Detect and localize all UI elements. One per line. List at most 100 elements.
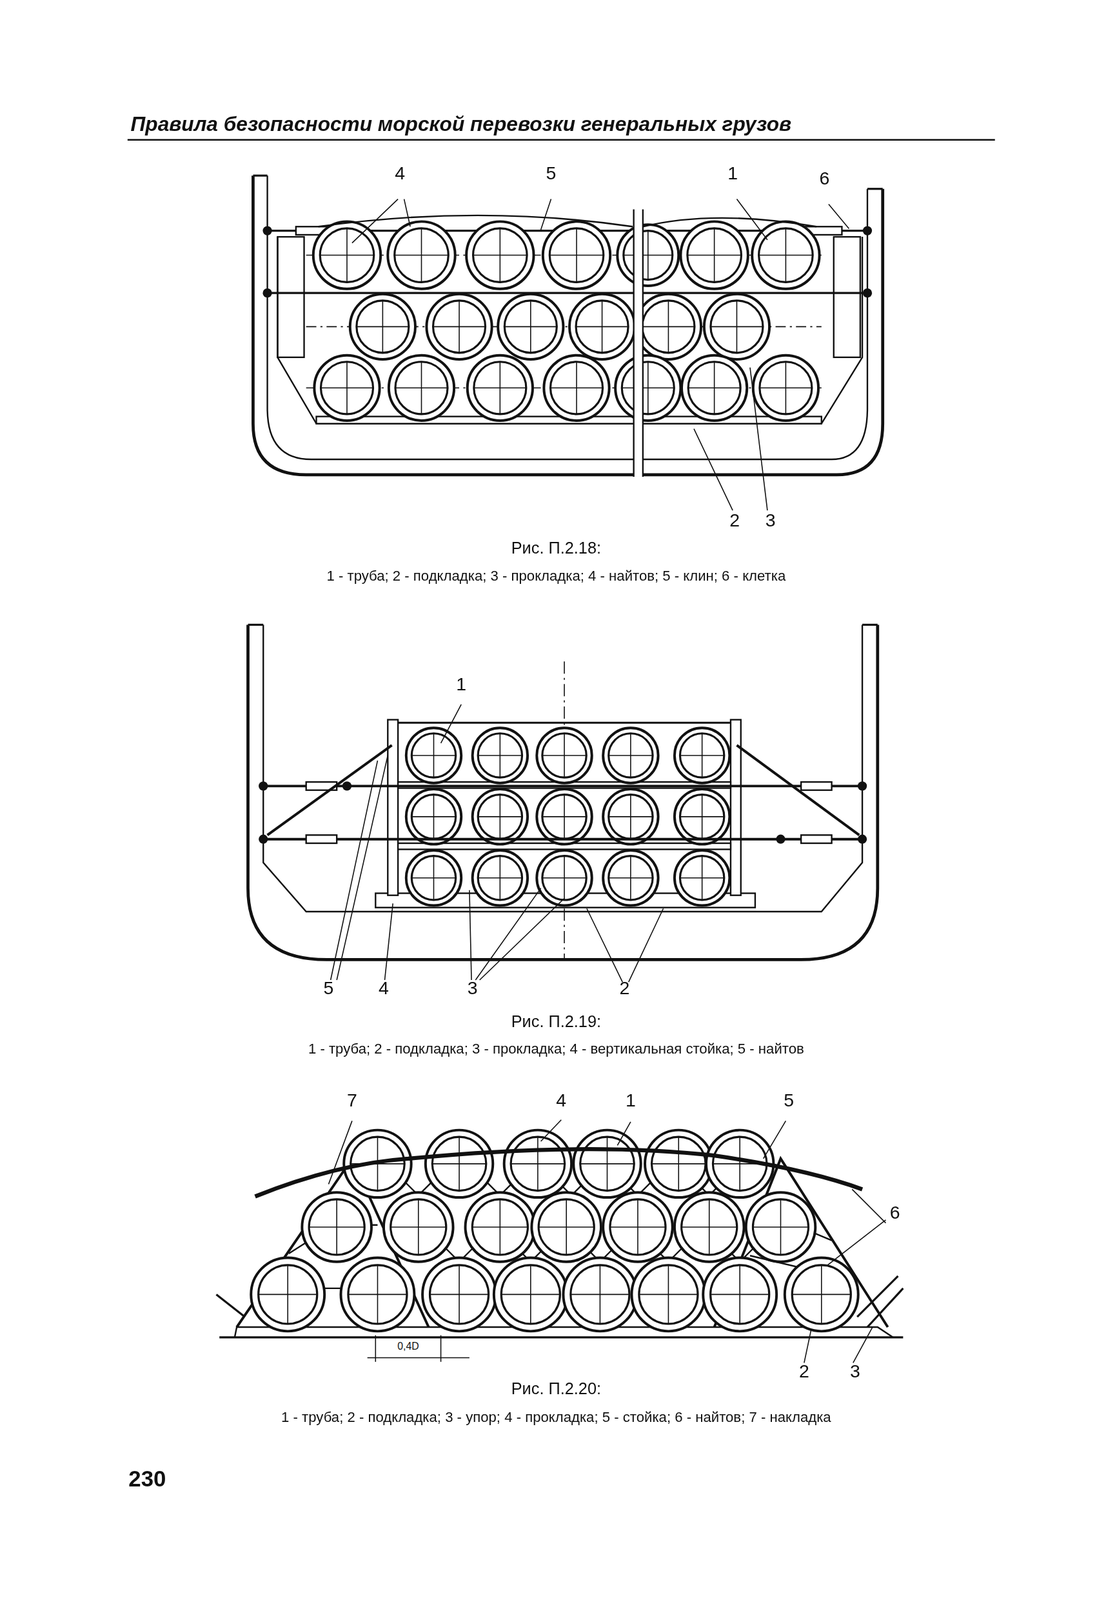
lashing-eye — [862, 288, 872, 298]
drawing-line — [318, 215, 633, 227]
drawing-line — [375, 1356, 441, 1359]
drawing-line — [617, 1121, 631, 1145]
callout-number: 1 — [727, 163, 738, 185]
callout-number: 5 — [783, 1089, 794, 1112]
pipe — [563, 1256, 637, 1331]
caption-text: Рис. П.2.20: — [511, 1379, 602, 1399]
pipe — [313, 221, 381, 289]
drawing-line — [252, 175, 883, 475]
pipe — [504, 1129, 572, 1197]
lashing-eye — [258, 780, 268, 791]
turnbuckle — [800, 834, 832, 843]
pipe — [573, 1129, 641, 1197]
caption-text: Рис. П.2.18: — [511, 538, 602, 558]
pipe — [250, 1256, 325, 1331]
pipe — [674, 788, 730, 844]
pipe — [406, 727, 462, 783]
pipe — [674, 727, 730, 783]
drawing-line — [367, 1356, 376, 1359]
pipe — [631, 1256, 705, 1331]
drawing-line — [352, 199, 398, 244]
pipe — [543, 221, 611, 289]
drawing-line — [385, 902, 394, 980]
drawing-line — [479, 897, 565, 980]
callout-number: 3 — [849, 1360, 861, 1382]
drawing-line — [330, 760, 378, 980]
pipe — [422, 1256, 496, 1331]
lashing-eye — [262, 225, 272, 235]
pipe — [531, 1191, 602, 1262]
drawing-line — [563, 661, 565, 959]
pipe — [602, 788, 658, 844]
callout-number: 3 — [765, 510, 776, 532]
drawing-line — [263, 784, 863, 787]
lashing-eye — [342, 780, 352, 791]
turnbuckle — [306, 834, 337, 843]
pipe — [426, 294, 492, 360]
drawing-line — [826, 1219, 887, 1266]
drawing-line — [750, 367, 768, 511]
lashing-eye — [775, 834, 785, 844]
callout-number: 1 — [625, 1089, 636, 1112]
drawing-line — [541, 1119, 562, 1141]
pipe — [704, 294, 770, 360]
drawing-line — [642, 217, 817, 227]
turnbuckle — [800, 781, 832, 791]
drawing-line — [804, 1328, 812, 1363]
drawing-line — [867, 187, 883, 190]
callout-number: 4 — [394, 163, 406, 185]
lashing-eye — [862, 225, 872, 235]
drawing-line — [404, 199, 411, 228]
lashing-eye — [258, 834, 268, 844]
pipe — [383, 1191, 454, 1262]
drawing-line — [328, 1120, 353, 1184]
caption-text: Рис. П.2.19: — [511, 1012, 602, 1032]
pipe — [674, 1191, 745, 1262]
pipe — [350, 294, 416, 360]
pipe — [387, 221, 455, 289]
drawing-line — [736, 744, 860, 835]
pipe — [569, 294, 635, 360]
drawing-line — [628, 908, 664, 982]
callout-number: 6 — [889, 1202, 901, 1224]
drawing-line — [693, 428, 733, 511]
drawing-line — [851, 1188, 886, 1223]
pipe — [615, 355, 681, 421]
drawing-line — [263, 837, 863, 841]
pipe — [644, 1129, 712, 1197]
lashing-eye — [857, 780, 867, 791]
pipe — [536, 788, 592, 844]
drawing-line — [828, 203, 850, 229]
running-header: Правила безопасности морской перевозки г… — [130, 112, 792, 136]
drawing-line — [248, 624, 878, 959]
drawing-line — [127, 139, 996, 141]
callout-number: 2 — [619, 977, 630, 999]
dimension: 0,4D — [397, 1340, 419, 1352]
callout-number: 7 — [346, 1089, 358, 1112]
pipe — [425, 1129, 493, 1197]
callout-number: 5 — [546, 163, 557, 185]
drawing-line — [255, 1148, 863, 1196]
caption-text: 1 - труба; 2 - подкладка; 3 - прокладка;… — [326, 567, 786, 584]
pipe — [466, 221, 534, 289]
pipe — [617, 224, 679, 286]
drawing-line — [642, 208, 644, 477]
pipe — [314, 355, 380, 421]
pipe — [467, 355, 533, 421]
drawing-line — [475, 888, 541, 980]
pipe — [301, 1191, 372, 1262]
pipe — [543, 355, 609, 421]
drawing-line — [267, 175, 868, 460]
drawing-line — [252, 174, 267, 177]
pipe — [406, 788, 462, 844]
drawing-line — [267, 292, 868, 295]
pipe — [674, 849, 730, 905]
drawing-line — [862, 623, 878, 626]
pipe — [388, 355, 455, 421]
drawing-line — [736, 199, 767, 240]
callout-number: 5 — [323, 977, 335, 999]
drawing-line — [763, 1120, 787, 1159]
drawing-line — [216, 1275, 903, 1327]
pipe — [472, 727, 528, 783]
callout-number: 2 — [799, 1360, 810, 1382]
